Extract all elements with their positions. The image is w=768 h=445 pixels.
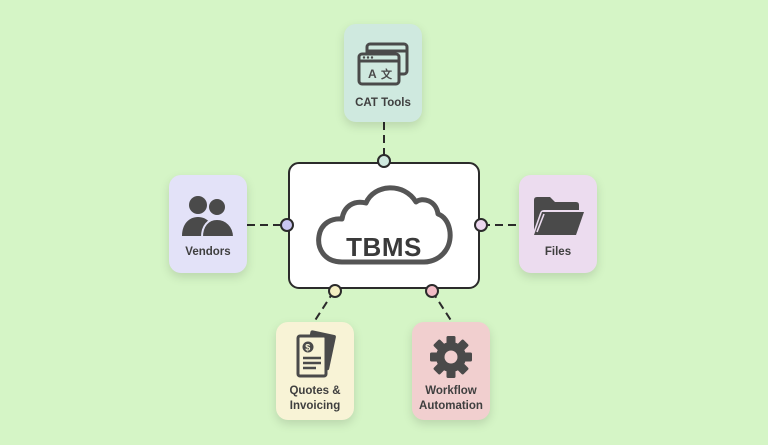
tbms-hub: TBMS: [288, 162, 480, 289]
cat-tools-card[interactable]: A 文 CAT Tools: [344, 24, 422, 122]
vendors-label: Vendors: [185, 246, 231, 258]
cat-tools-label: CAT Tools: [355, 97, 411, 109]
svg-text:$: $: [305, 343, 310, 353]
workflow-automation-label: Workflow Automation: [419, 385, 483, 412]
users-icon: [180, 191, 236, 241]
quotes-invoicing-label: Quotes & Invoicing: [289, 385, 341, 412]
translate-window-icon: A 文: [357, 40, 409, 90]
folder-icon: [530, 191, 586, 241]
workflow-automation-card[interactable]: Workflow Automation: [412, 322, 490, 420]
invoice-icon: $: [290, 328, 340, 380]
dot-cat-tools: [377, 154, 391, 168]
dot-vendors: [280, 218, 294, 232]
vendors-card[interactable]: Vendors: [169, 175, 247, 273]
quotes-invoicing-card[interactable]: $ Quotes & Invoicing: [276, 322, 354, 420]
dot-workflow: [425, 284, 439, 298]
files-label: Files: [544, 246, 572, 258]
hub-label: TBMS: [346, 232, 422, 262]
dot-quotes: [328, 284, 342, 298]
files-card[interactable]: Files: [519, 175, 597, 273]
dot-files: [474, 218, 488, 232]
gear-icon: [429, 334, 473, 380]
cloud-icon: [316, 185, 453, 265]
svg-text:A: A: [368, 67, 377, 81]
svg-text:文: 文: [381, 67, 393, 81]
